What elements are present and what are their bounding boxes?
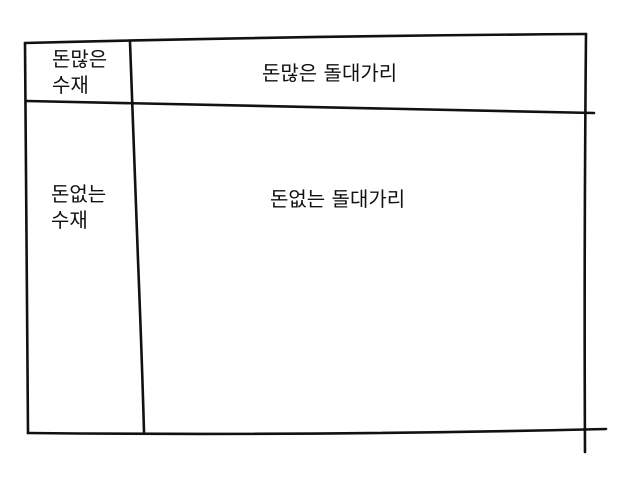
header-row-divider <box>25 99 596 115</box>
table-right-border <box>583 32 588 454</box>
table-left-border <box>23 41 30 435</box>
cell-label-rich-genius: 돈많은 수재 <box>52 47 108 97</box>
cell-label-poor-dunce: 돈없는 돌대가리 <box>270 187 406 211</box>
column-divider <box>128 40 146 434</box>
cell-label-poor-genius: 돈없는 수재 <box>51 182 107 232</box>
cell-label-rich-dunce: 돈많은 돌대가리 <box>262 61 398 85</box>
table-top-border <box>23 32 588 45</box>
table-bottom-border <box>26 427 608 436</box>
